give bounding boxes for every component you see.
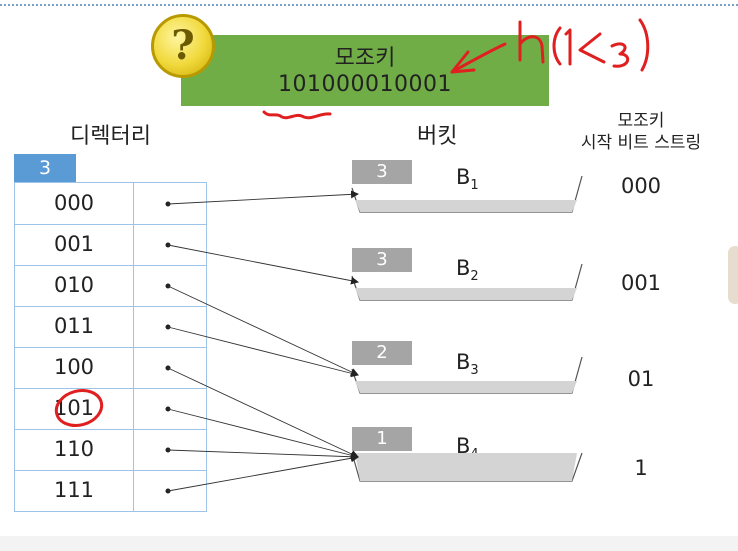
bucket-name-subscript: 2 bbox=[470, 269, 479, 285]
start-title-line1: 모조키 bbox=[617, 111, 665, 131]
directory-pointer-arrow bbox=[167, 454, 359, 492]
directory-row: 110 bbox=[15, 429, 206, 471]
key-box bbox=[181, 35, 549, 106]
start-bitstring-title: 모조키 시작 비트 스트링 bbox=[560, 110, 722, 154]
directory-code: 010 bbox=[15, 265, 134, 306]
bucket-name-base: B bbox=[456, 434, 471, 458]
bucket-name-base: B bbox=[456, 256, 471, 280]
start-title-line2: 시작 비트 스트링 bbox=[580, 133, 702, 153]
local-depth-tab: 1 bbox=[352, 427, 412, 451]
directory-code: 110 bbox=[15, 429, 134, 470]
global-depth-box: 3 bbox=[14, 154, 76, 182]
bucket-name: B3 bbox=[456, 350, 479, 378]
bucket-name-subscript: 1 bbox=[470, 178, 479, 194]
bucket-tray-fill bbox=[355, 381, 577, 393]
local-depth-tab: 3 bbox=[352, 248, 412, 272]
directory-code: 111 bbox=[15, 470, 134, 511]
bucket-title: 버킷 bbox=[417, 124, 458, 149]
bucket-start-bitstring: 1 bbox=[634, 456, 648, 480]
bucket-start-bitstring: 000 bbox=[620, 174, 662, 198]
directory-title: 디렉터리 bbox=[70, 124, 151, 149]
directory-row: 011 bbox=[15, 306, 206, 348]
bucket-tray-fill bbox=[355, 288, 577, 300]
directory-pointer-arrow bbox=[167, 326, 359, 378]
handwriting bbox=[54, 18, 650, 427]
bucket-tray-fill bbox=[355, 200, 577, 212]
directory-row: 001 bbox=[15, 224, 206, 266]
hand-h bbox=[518, 20, 545, 64]
bucket-name-subscript: 3 bbox=[470, 363, 479, 379]
directory-pointer-arrow bbox=[167, 449, 359, 461]
hand-paren-close bbox=[638, 18, 650, 72]
bucket-start-bitstring: 01 bbox=[627, 367, 655, 391]
hand-arrow-stroke bbox=[450, 42, 507, 74]
hand-circle-101 bbox=[54, 389, 104, 427]
bucket-name: B2 bbox=[456, 256, 479, 284]
directory-pointer-arrow bbox=[167, 244, 359, 285]
key-title: 모조키 bbox=[334, 46, 396, 71]
bucket-name: B1 bbox=[456, 165, 479, 193]
bucket-start-bitstring: 001 bbox=[620, 271, 662, 295]
local-depth-tab: 2 bbox=[352, 341, 412, 365]
directory-row: 010 bbox=[15, 265, 206, 307]
question-icon: ? bbox=[151, 14, 215, 78]
hand-underline bbox=[262, 110, 332, 120]
directory-pointer-arrow bbox=[167, 285, 359, 376]
directory-pointer-arrow bbox=[167, 367, 359, 458]
directory-row: 000 bbox=[15, 183, 206, 225]
directory-row: 100 bbox=[15, 347, 206, 389]
directory-code: 001 bbox=[15, 224, 134, 265]
local-depth-tab: 3 bbox=[352, 160, 412, 184]
hand-one bbox=[564, 28, 572, 66]
key-value: 101000010001 bbox=[278, 72, 452, 97]
bucket-name-base: B bbox=[456, 350, 471, 374]
bucket-tray-fill bbox=[355, 453, 577, 481]
hand-paren-open bbox=[552, 26, 562, 66]
directory-pointer-arrow bbox=[167, 408, 359, 460]
hand-three bbox=[610, 42, 630, 68]
hand-arrow-head bbox=[450, 50, 476, 74]
directory-code: 000 bbox=[15, 183, 134, 224]
bottom-band bbox=[0, 536, 738, 551]
hand-less bbox=[578, 32, 606, 64]
top-dotted-rule bbox=[0, 4, 738, 6]
bucket-name-base: B bbox=[456, 165, 471, 189]
directory-code: 011 bbox=[15, 306, 134, 347]
directory-code: 100 bbox=[15, 347, 134, 388]
directory-row: 111 bbox=[15, 470, 206, 511]
directory-pointer-arrow bbox=[167, 190, 359, 205]
side-edge-blob bbox=[728, 246, 738, 304]
